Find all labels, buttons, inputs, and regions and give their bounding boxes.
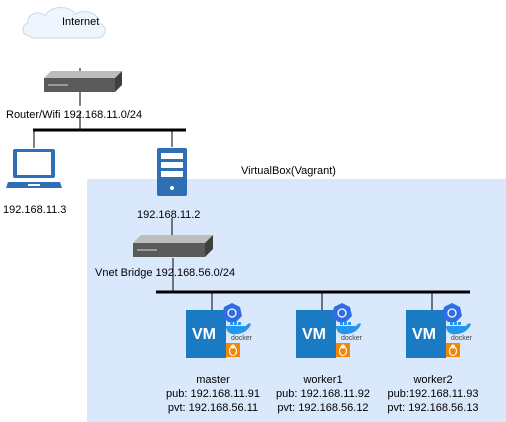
vnet-label: Vnet Bridge 192.168.56.0/24 (95, 267, 236, 279)
master-vm-badge-text: VM (192, 326, 216, 343)
master-linux-tux-head (231, 344, 235, 349)
host-ip-label: 192.168.11.2 (137, 209, 201, 221)
internet-cloud-icon (22, 7, 106, 39)
vnet-bridge-icon (133, 235, 213, 257)
worker2-vm-box (406, 310, 446, 358)
laptop-icon (6, 149, 62, 188)
worker1-kubernetes-icon (332, 303, 352, 322)
worker2-docker-text: docker (451, 335, 473, 342)
worker2-vm-badge-text: VM (412, 326, 436, 343)
router-label: Router/Wifi 192.168.11.0/24 (6, 109, 143, 121)
master-name-label: master (196, 374, 230, 386)
laptop-ip-label: 192.168.11.3 (3, 204, 67, 216)
worker2-docker-container-2 (458, 322, 461, 325)
master-docker-icon (226, 323, 251, 335)
worker1-docker-icon (336, 323, 361, 335)
master-vm-group: VM docker (186, 303, 253, 358)
worker1-vm-box (296, 310, 336, 358)
worker1-docker-container-2 (348, 322, 351, 325)
worker2-kubernetes-wheel (447, 308, 457, 318)
master-docker-container-0 (230, 322, 233, 325)
worker2-docker-container-1 (454, 322, 457, 325)
worker2-docker-icon (446, 323, 471, 335)
worker1-vm-badge-text: VM (302, 326, 326, 343)
worker1-docker-container-1 (344, 322, 347, 325)
worker1-name-label: worker1 (303, 374, 343, 386)
worker1-docker-container-0 (340, 322, 343, 325)
router-icon (44, 71, 122, 92)
worker2-docker-container-0 (450, 322, 453, 325)
worker1-linux-tux-head (341, 344, 345, 349)
master-kubernetes-wheel (227, 308, 237, 318)
master-pub-label: pub: 192.168.11.91 (166, 388, 260, 400)
internet-label: Internet (62, 16, 100, 28)
master-docker-container-1 (234, 322, 237, 325)
master-pvt-label: pvt: 192.168.56.11 (167, 402, 259, 414)
master-docker-container-2 (238, 322, 241, 325)
worker2-pub-label: pub:192.168.11.93 (387, 388, 479, 400)
virtualbox-region (87, 179, 506, 422)
worker1-pvt-label: pvt: 192.168.56.12 (277, 402, 369, 414)
host-server-icon (157, 148, 187, 196)
worker2-linux-tux-head (451, 344, 455, 349)
master-kubernetes-icon (222, 303, 242, 322)
worker2-pvt-label: pvt: 192.168.56.13 (387, 402, 479, 414)
worker1-pub-label: pub: 192.168.11.92 (276, 388, 370, 400)
worker1-kubernetes-wheel (337, 308, 347, 318)
worker1-docker-text: docker (341, 335, 363, 342)
master-vm-box (186, 310, 226, 358)
worker2-kubernetes-icon (442, 303, 462, 322)
master-docker-text: docker (231, 335, 253, 342)
virtualbox-label: VirtualBox(Vagrant) (241, 165, 336, 177)
worker2-vm-group: VM docker (406, 303, 473, 358)
worker1-vm-group: VM docker (296, 303, 363, 358)
worker2-name-label: worker2 (413, 374, 453, 386)
